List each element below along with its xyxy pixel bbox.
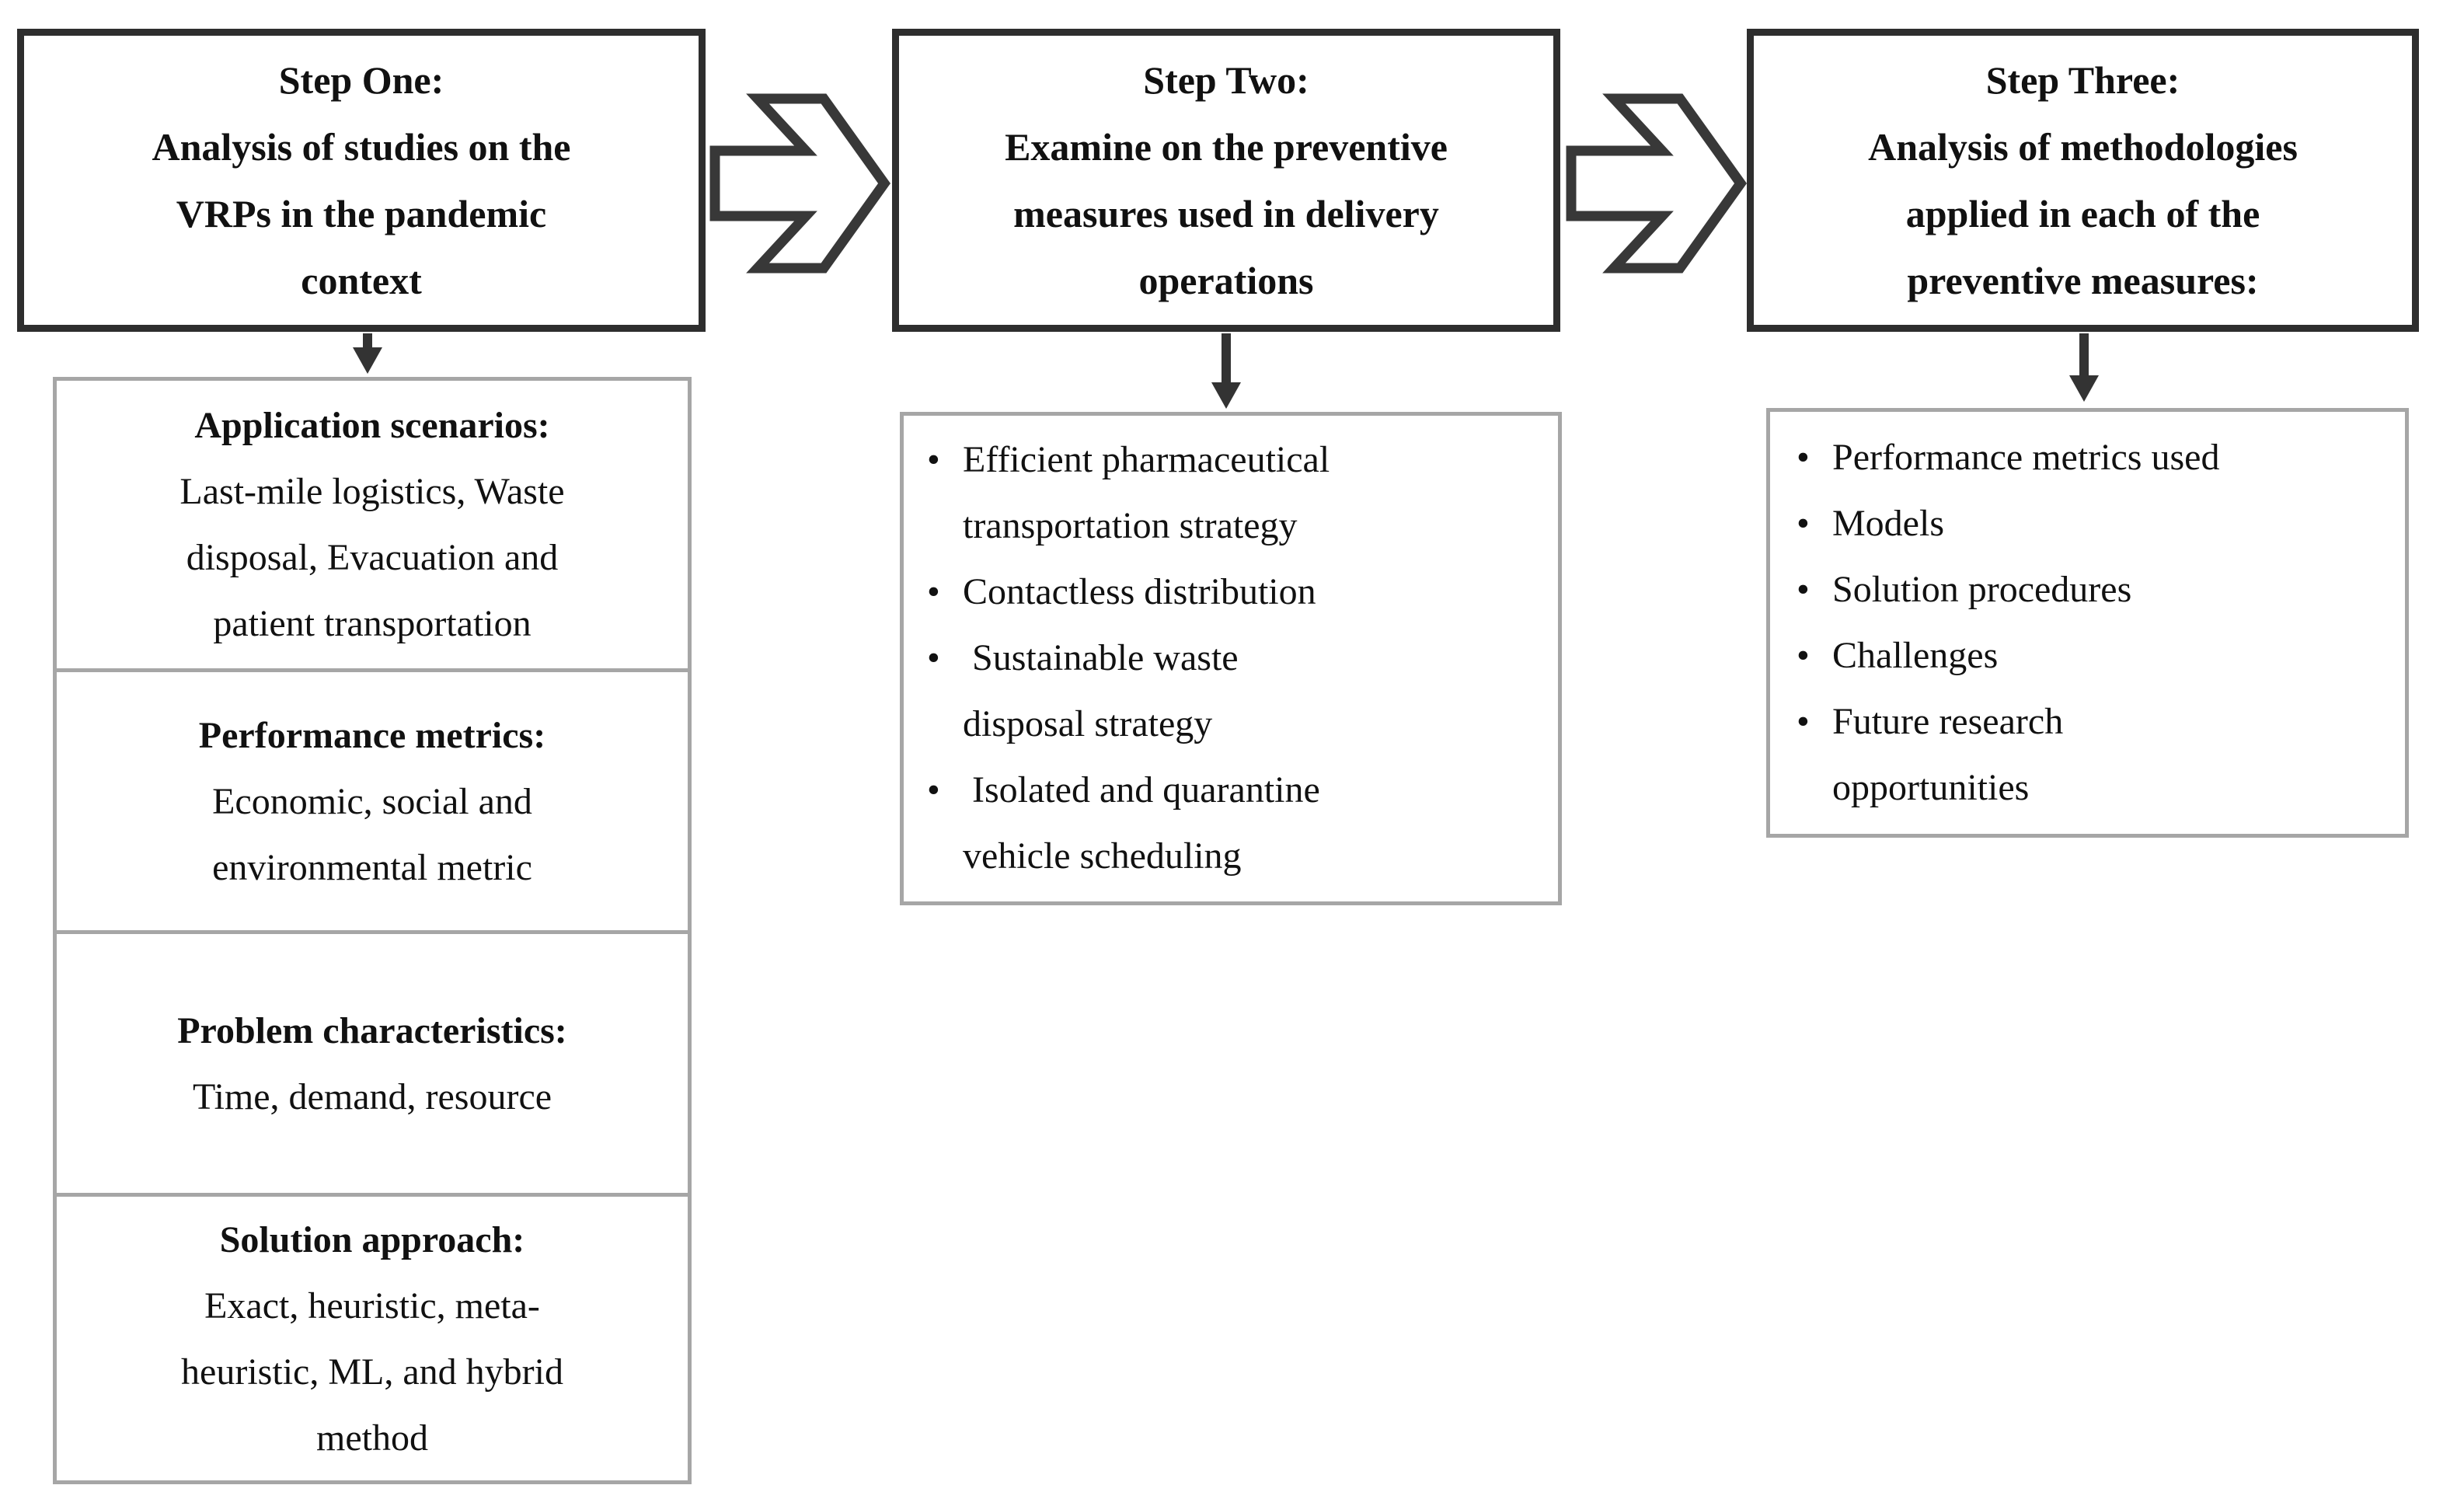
step-two-title: Step Two: bbox=[1143, 58, 1309, 102]
section-line: Time, demand, resource bbox=[192, 1075, 552, 1117]
step-three-line: preventive measures: bbox=[1907, 259, 2259, 302]
list-item-line: disposal strategy bbox=[963, 703, 1213, 744]
chevron-right-arrow-icon bbox=[709, 93, 890, 274]
bullet-marker: • bbox=[927, 637, 940, 678]
step-three-line: applied in each of the bbox=[1905, 192, 2260, 235]
bullet-marker: • bbox=[1797, 569, 1810, 610]
list-item: • Sustainable waste disposal strategy bbox=[927, 625, 1547, 757]
section-line: Economic, social and bbox=[212, 780, 532, 822]
section-line: patient transportation bbox=[213, 603, 531, 644]
step-one-details-box: Application scenarios: Last-mile logisti… bbox=[53, 377, 692, 1484]
down-arrow-icon bbox=[1211, 333, 1241, 409]
application-scenarios-section: Application scenarios: Last-mile logisti… bbox=[57, 381, 688, 668]
bullet-marker: • bbox=[927, 439, 940, 480]
list-item-line: transportation strategy bbox=[963, 505, 1298, 546]
step-two-line: operations bbox=[1138, 259, 1314, 302]
solution-approach-section: Solution approach: Exact, heuristic, met… bbox=[57, 1193, 688, 1480]
list-item-line: Sustainable waste bbox=[963, 637, 1239, 678]
step-two-line: measures used in delivery bbox=[1013, 192, 1439, 235]
step-one-box: Step One: Analysis of studies on the VRP… bbox=[17, 29, 706, 332]
list-item-line: vehicle scheduling bbox=[963, 835, 1242, 877]
list-item: • Challenges bbox=[1797, 622, 2394, 689]
list-item-line: Models bbox=[1832, 503, 1944, 544]
step-three-title: Step Three: bbox=[1985, 58, 2180, 102]
list-item-line: Isolated and quarantine bbox=[963, 769, 1320, 811]
list-item-line: Future research bbox=[1832, 701, 2064, 742]
list-item: • Efficient pharmaceutical transportatio… bbox=[927, 427, 1547, 559]
section-line: heuristic, ML, and hybrid bbox=[181, 1351, 563, 1393]
list-item: • Contactless distribution bbox=[927, 559, 1547, 625]
list-item: • Models bbox=[1797, 490, 2394, 556]
section-line: method bbox=[316, 1417, 428, 1459]
section-title: Application scenarios: bbox=[194, 405, 550, 446]
step-two-box: Step Two: Examine on the preventive meas… bbox=[892, 29, 1560, 332]
step-two-details-box: • Efficient pharmaceutical transportatio… bbox=[900, 412, 1562, 905]
section-line: disposal, Evacuation and bbox=[186, 537, 559, 578]
list-item-line: Contactless distribution bbox=[963, 571, 1316, 612]
step-three-details-box: • Performance metrics used • Models • So… bbox=[1766, 408, 2409, 838]
step-three-line: Analysis of methodologies bbox=[1868, 125, 2298, 169]
bullet-marker: • bbox=[927, 571, 940, 612]
step-two-line: Examine on the preventive bbox=[1005, 125, 1448, 169]
list-item-line: Efficient pharmaceutical bbox=[963, 439, 1330, 480]
down-arrow-icon bbox=[2069, 333, 2099, 402]
bullet-marker: • bbox=[927, 769, 940, 811]
section-title: Problem characteristics: bbox=[177, 1009, 567, 1051]
step-one-line: Analysis of studies on the bbox=[152, 125, 571, 169]
bullet-marker: • bbox=[1797, 635, 1810, 676]
section-line: environmental metric bbox=[212, 846, 532, 888]
bullet-marker: • bbox=[1797, 701, 1810, 742]
list-item-line: Challenges bbox=[1832, 635, 1999, 676]
list-item: • Performance metrics used bbox=[1797, 424, 2394, 490]
list-item: • Isolated and quarantine vehicle schedu… bbox=[927, 757, 1547, 889]
step-one-title: Step One: bbox=[278, 58, 444, 102]
down-arrow-icon bbox=[353, 333, 382, 374]
list-item: • Future research opportunities bbox=[1797, 689, 2394, 821]
problem-characteristics-section: Problem characteristics: Time, demand, r… bbox=[57, 930, 688, 1193]
step-one-line: context bbox=[301, 259, 422, 302]
bullet-marker: • bbox=[1797, 503, 1810, 544]
section-title: Solution approach: bbox=[219, 1218, 525, 1260]
step-three-box: Step Three: Analysis of methodologies ap… bbox=[1747, 29, 2419, 332]
list-item-line: Solution procedures bbox=[1832, 569, 2132, 610]
performance-metrics-section: Performance metrics: Economic, social an… bbox=[57, 668, 688, 930]
list-item-line: opportunities bbox=[1832, 767, 2030, 808]
bullet-marker: • bbox=[1797, 437, 1810, 478]
section-line: Last-mile logistics, Waste bbox=[179, 471, 565, 512]
section-line: Exact, heuristic, meta- bbox=[204, 1285, 540, 1326]
step-one-line: VRPs in the pandemic bbox=[176, 192, 547, 235]
list-item: • Solution procedures bbox=[1797, 556, 2394, 622]
list-item-line: Performance metrics used bbox=[1832, 437, 2220, 478]
chevron-right-arrow-icon bbox=[1566, 93, 1747, 274]
section-title: Performance metrics: bbox=[198, 714, 546, 756]
